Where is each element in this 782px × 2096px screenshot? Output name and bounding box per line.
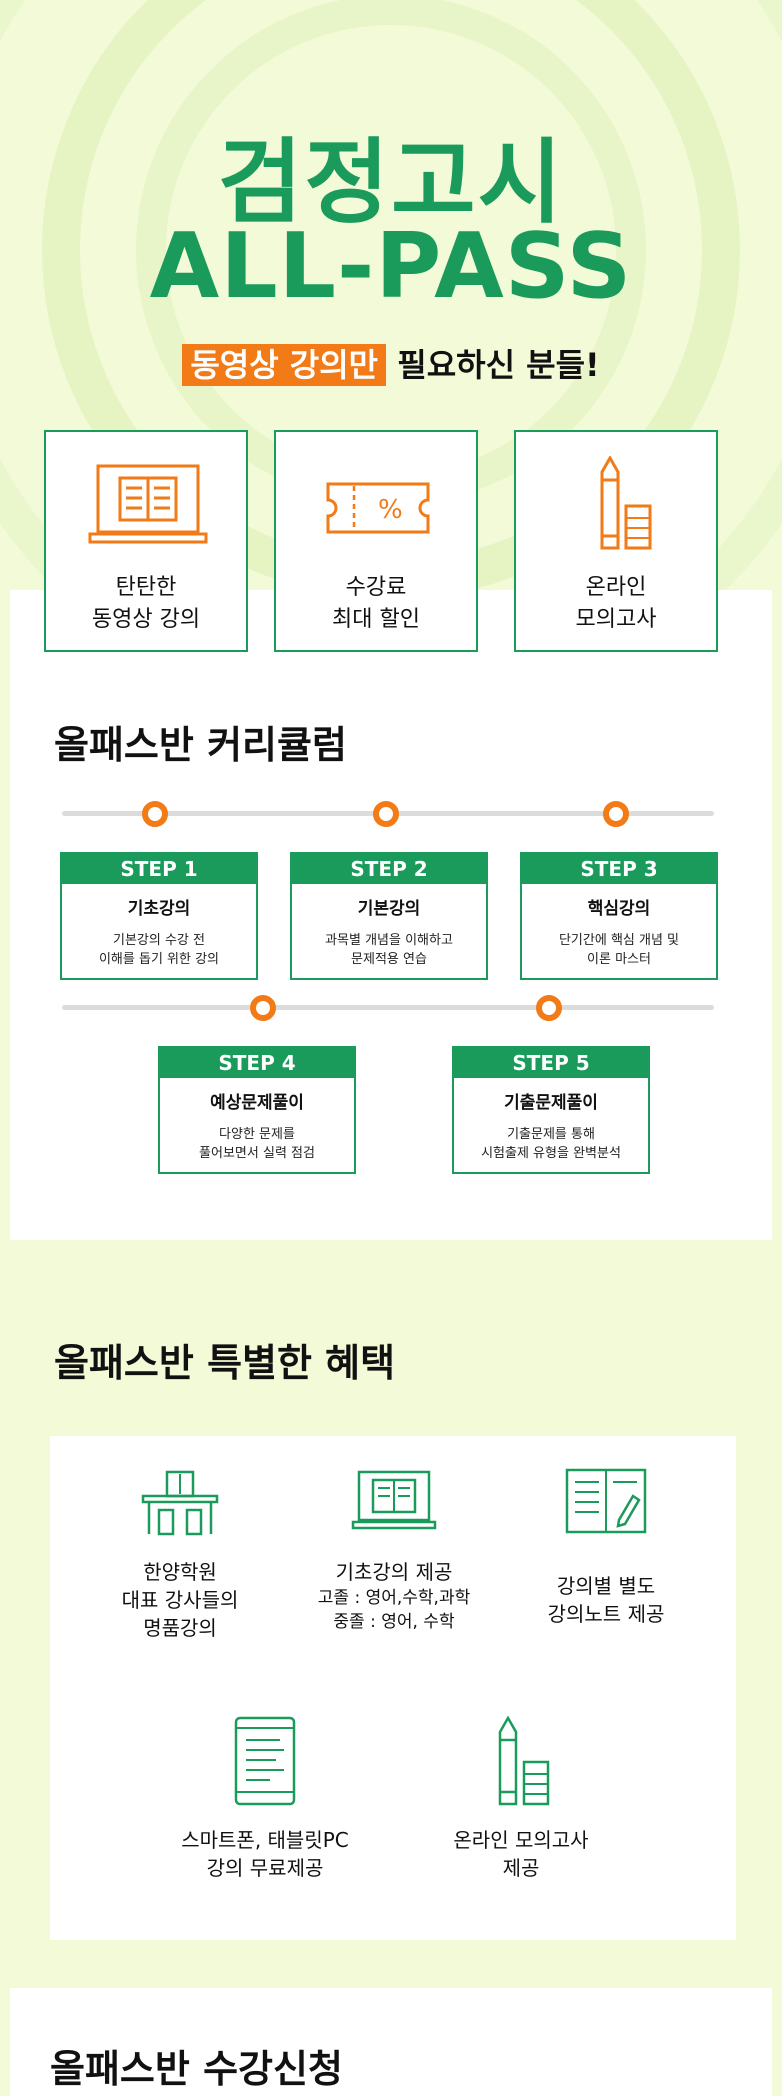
benefit-item-lecture-notes: 강의별 별도 강의노트 제공 (506, 1466, 706, 1628)
step-name: 기본강의 (357, 899, 421, 919)
tablet-icon (234, 1716, 296, 1806)
hero-title-allpass: ALL-PASS (149, 214, 633, 319)
step-description: 다양한 문제를 풀어보면서 실력 점검 (199, 1127, 315, 1161)
pencil-paper-icon (498, 1715, 550, 1806)
step-card-4: STEP 4 예상문제풀이 다양한 문제를 풀어보면서 실력 점검 (158, 1046, 356, 1174)
benefit-label: 기초강의 제공 (335, 1560, 453, 1584)
benefit-label: 한양학원 대표 강사들의 명품강의 (121, 1560, 239, 1640)
step-description: 기출문제를 통해 시험출제 유형을 완벽분석 (481, 1127, 621, 1161)
signup-panel: 올패스반 수강신청 (10, 1988, 772, 2096)
feature-card-mock-exam: 온라인 모의고사 (514, 430, 718, 652)
benefit-item-lecturers: 한양학원 대표 강사들의 명품강의 (80, 1466, 280, 1642)
step-card-5: STEP 5 기출문제풀이 기출문제를 통해 시험출제 유형을 완벽분석 (452, 1046, 650, 1174)
timeline-track (62, 1005, 714, 1010)
benefit-label: 강의별 별도 강의노트 제공 (547, 1574, 665, 1626)
step-name: 예상문제풀이 (210, 1093, 304, 1113)
step-card-3: STEP 3 핵심강의 단기간에 핵심 개념 및 이론 마스터 (520, 852, 718, 980)
benefit-label: 온라인 모의고사 제공 (453, 1828, 589, 1880)
benefit-label: 스마트폰, 태블릿PC 강의 무료제공 (181, 1828, 349, 1880)
feature-label: 수강료 최대 할인 (332, 575, 420, 632)
timeline-dot (142, 801, 168, 827)
hero-subtitle: 동영상 강의만 필요하신 분들! (0, 340, 782, 386)
benefit-item-mobile: 스마트폰, 태블릿PC 강의 무료제공 (160, 1716, 370, 1882)
svg-text:%: % (378, 495, 403, 525)
feature-card-discount: % 수강료 최대 할인 (274, 430, 478, 652)
laptop-book-icon (88, 464, 208, 544)
hero-subtitle-rest: 필요하신 분들! (386, 346, 600, 384)
benefit-item-mock-exam: 온라인 모의고사 제공 (416, 1715, 626, 1882)
feature-label: 온라인 모의고사 (575, 575, 657, 632)
timeline-dot (536, 995, 562, 1021)
benefits-title: 올패스반 특별한 혜택 (54, 1341, 396, 1385)
notebook-pencil-icon (565, 1468, 647, 1534)
feature-label: 탄탄한 동영상 강의 (91, 575, 201, 632)
benefit-sublabel: 고졸 : 영어,수학,과학 중졸 : 영어, 수학 (317, 1588, 471, 1632)
classroom-desk-icon (141, 1470, 219, 1536)
timeline-dot (603, 801, 629, 827)
laptop-book-icon (351, 1470, 437, 1530)
step-number: STEP 5 (454, 1048, 648, 1078)
hero-title-korean: 검정고시 (217, 129, 565, 236)
discount-ticket-icon: % (326, 482, 430, 534)
step-name: 핵심강의 (587, 899, 651, 919)
step-description: 기본강의 수강 전 이해를 돕기 위한 강의 (98, 933, 220, 967)
step-name: 기출문제풀이 (504, 1093, 598, 1113)
timeline-dot (250, 995, 276, 1021)
step-name: 기초강의 (127, 899, 191, 919)
step-description: 단기간에 핵심 개념 및 이론 마스터 (558, 933, 680, 967)
step-number: STEP 2 (292, 854, 486, 884)
step-card-2: STEP 2 기본강의 과목별 개념을 이해하고 문제적용 연습 (290, 852, 488, 980)
benefits-panel: 한양학원 대표 강사들의 명품강의 기초강의 제공 고졸 : 영어,수학,과학 … (50, 1436, 736, 1940)
signup-title: 올패스반 수강신청 (50, 2047, 343, 2091)
step-number: STEP 4 (160, 1048, 354, 1078)
pencil-paper-icon (600, 456, 652, 550)
curriculum-title: 올패스반 커리큘럼 (54, 723, 347, 767)
timeline-dot (373, 801, 399, 827)
feature-card-lecture: 탄탄한 동영상 강의 (44, 430, 248, 652)
hero-subtitle-highlight: 동영상 강의만 (182, 344, 387, 386)
step-number: STEP 1 (62, 854, 256, 884)
step-number: STEP 3 (522, 854, 716, 884)
step-description: 과목별 개념을 이해하고 문제적용 연습 (325, 933, 453, 967)
benefit-item-basic-lecture: 기초강의 제공 고졸 : 영어,수학,과학 중졸 : 영어, 수학 (294, 1466, 494, 1634)
step-card-1: STEP 1 기초강의 기본강의 수강 전 이해를 돕기 위한 강의 (60, 852, 258, 980)
